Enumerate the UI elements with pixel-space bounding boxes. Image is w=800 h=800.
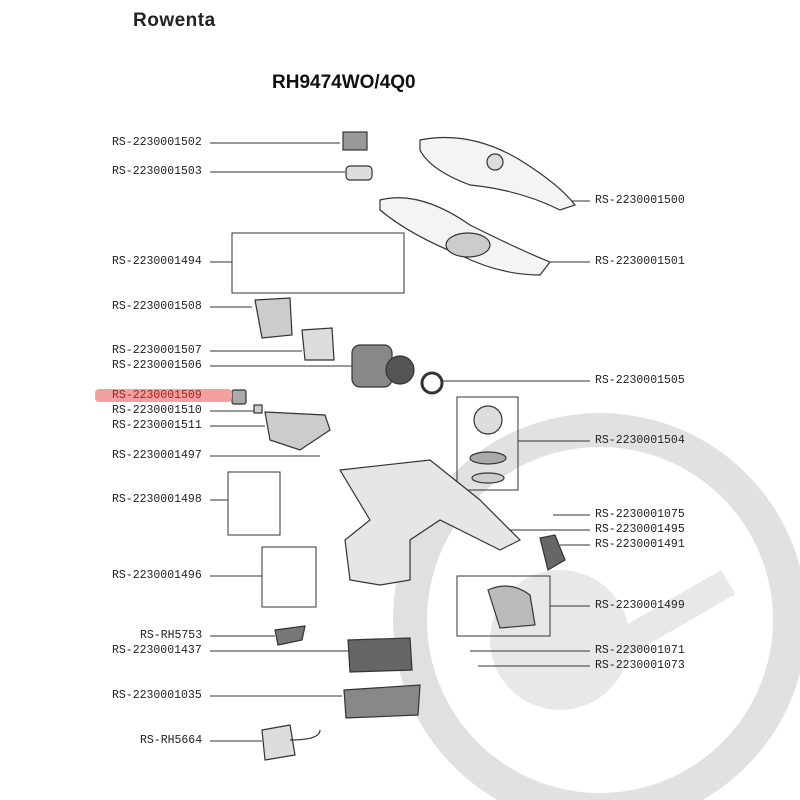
highlighted-part[interactable]: RS-2230001509 (95, 389, 232, 402)
part-label[interactable]: RS-2230001507 (112, 344, 202, 357)
part-label[interactable]: RS-2230001437 (112, 644, 202, 657)
watermark-logo (393, 413, 800, 800)
part-label[interactable]: RS-2230001499 (595, 599, 685, 612)
part-label[interactable]: RS-2230001073 (595, 659, 685, 672)
leader-lines (210, 142, 590, 742)
part-label[interactable]: RS-2230001497 (112, 449, 202, 462)
part-label[interactable]: RS-2230001504 (595, 434, 685, 447)
part-label[interactable]: RS-2230001502 (112, 136, 202, 149)
part-label[interactable]: RS-2230001503 (112, 165, 202, 178)
part-label[interactable]: RS-2230001496 (112, 569, 202, 582)
part-label[interactable]: RS-RH5753 (140, 629, 203, 642)
brand-logo: Rowenta (133, 10, 216, 31)
parts (231, 131, 576, 761)
part-label[interactable]: RS-2230001506 (112, 359, 202, 372)
part-label[interactable]: RS-2230001500 (595, 194, 685, 207)
part-label[interactable]: RS-2230001071 (595, 644, 685, 657)
part-label[interactable]: RS-2230001035 (112, 689, 202, 702)
part-label[interactable]: RS-RH5664 (140, 734, 203, 747)
part-label-highlighted[interactable]: RS-2230001509 (95, 389, 232, 403)
part-label[interactable]: RS-2230001508 (112, 300, 202, 313)
part-label[interactable]: RS-2230001510 (112, 404, 202, 417)
model-title: RH9474WO/4Q0 (272, 72, 416, 93)
part-label[interactable]: RS-2230001494 (112, 255, 202, 268)
part-label[interactable]: RS-2230001498 (112, 493, 202, 506)
part-label[interactable]: RS-2230001075 (595, 508, 685, 521)
part-label[interactable]: RS-2230001505 (595, 374, 685, 387)
part-label[interactable]: RS-2230001491 (595, 538, 685, 551)
part-label[interactable]: RS-2230001511 (112, 419, 202, 432)
part-label[interactable]: RS-2230001495 (595, 523, 685, 536)
part-label[interactable]: RS-2230001501 (595, 255, 685, 268)
